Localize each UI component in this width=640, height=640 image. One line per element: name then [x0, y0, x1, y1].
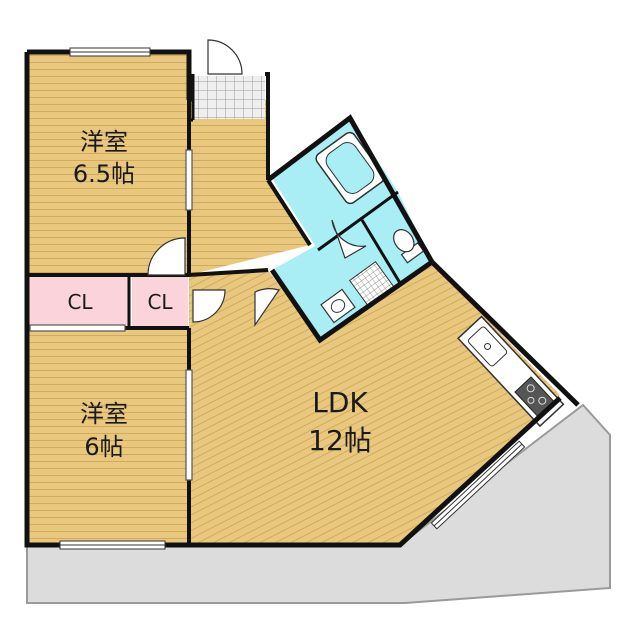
western-room-2-size: 6帖: [84, 433, 123, 461]
kitchen-sink-icon: [467, 326, 508, 367]
bathtub-icon: [315, 131, 385, 205]
toilet-icon: [393, 229, 425, 264]
ldk-size: 12帖: [308, 424, 372, 457]
hallway-floor: [189, 100, 310, 275]
bathroom-door: [331, 219, 367, 259]
western-room-1-size: 6.5帖: [73, 160, 135, 188]
closet-2-area: [132, 275, 188, 328]
closet-1-label: CL: [67, 290, 93, 314]
entrance-door: [207, 39, 243, 75]
room-1-door: [147, 237, 186, 276]
ldk-door: [192, 289, 226, 323]
washroom-floor: [272, 220, 400, 340]
balcony: [26, 403, 611, 604]
kitchen-counter: [457, 315, 565, 428]
sink-icon: [320, 288, 356, 324]
washroom-door: [254, 288, 280, 327]
western-room-1-floor: [27, 52, 189, 275]
entrance-tile: [193, 76, 265, 119]
closet-1-area: [27, 275, 129, 328]
windows: [59, 47, 526, 550]
western-room-2-floor: [27, 328, 189, 545]
closet-2-label: CL: [147, 290, 173, 314]
ldk-name: LDK: [312, 386, 368, 419]
western-room-2-name: 洋室: [80, 400, 128, 428]
sliding-doors: [29, 149, 193, 481]
doors: [147, 39, 367, 327]
western-room-1-name: 洋室: [80, 128, 128, 156]
